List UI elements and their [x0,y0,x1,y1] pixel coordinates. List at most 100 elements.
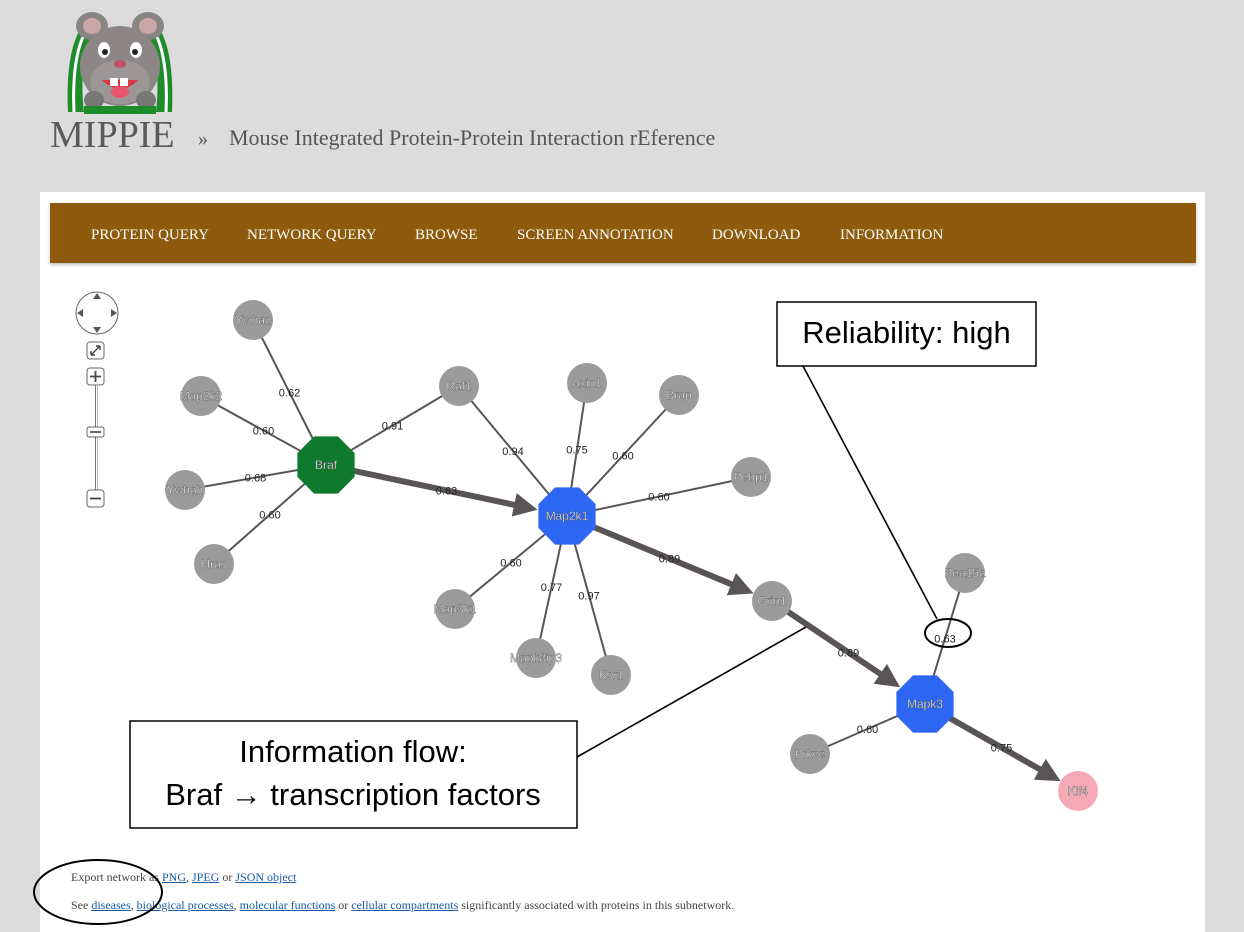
nav-information[interactable]: INFORMATION [840,227,944,243]
molecular-functions-link[interactable]: molecular functions [239,898,336,912]
nav-browse[interactable]: BROWSE [415,227,478,243]
node-pea15a[interactable]: Pea15a [944,553,986,593]
export-jpeg-link[interactable]: JPEG [192,870,220,884]
node-mapk3[interactable]: Mapk3 [896,675,954,733]
edge-score-label: 0.60 [612,451,633,463]
node-label: Map2k1 [546,509,589,523]
export-json-link[interactable]: JSON object [235,870,297,884]
node-ywhah[interactable]: Ywhah [165,470,205,510]
edge-score-label: 0.75 [566,445,587,457]
node-label: Brap [666,388,692,402]
edge-score-label: 0.62 [279,388,300,400]
nav-download[interactable]: DOWNLOAD [712,227,801,243]
site-subtitle: Mouse Integrated Protein-Protein Interac… [229,125,716,150]
edge-grin1-mapk3[interactable] [770,598,901,688]
node-axin1[interactable]: Axin1 [567,363,607,403]
node-label: Map2k2 [180,389,223,403]
edge-score-label: 0.63 [934,634,955,646]
edge-score-label: 0.60 [259,510,280,522]
node-label: Grin1 [757,594,787,608]
pan-down-icon[interactable] [93,327,101,333]
export-line: Export network as PNG, JPEG or JSON obje… [71,870,296,885]
export-png-link[interactable]: PNG [161,870,186,884]
node-label: Klf4 [1068,784,1089,798]
edge-score-label: 0.68 [245,473,266,485]
node-map2k2[interactable]: Map2k2 [179,376,223,416]
information-flow-annotation: Information flow: Braf → transcription f… [129,626,807,829]
node-label: Map3k1 [434,602,477,616]
node-label: Ywhah [167,483,204,497]
node-prkce[interactable]: Prkce [790,734,830,774]
cellular-compartments-link[interactable]: cellular compartments [351,898,459,912]
export-or: or [219,870,236,884]
node-map3k1[interactable]: Map3k1 [433,589,477,629]
node-ywhaz[interactable]: Ywhaz [233,300,273,340]
graph-zoom-controls [75,291,119,508]
edge-score-label: 0.89 [659,554,680,566]
node-label: Prkce [795,747,826,761]
edge-score-label: 0.60 [500,558,521,570]
edge-score-label: 0.89 [838,648,859,660]
edge-score-label: 0.63 [436,486,457,498]
edge-pebp1-map2k1[interactable] [566,476,752,517]
site-name[interactable]: MIPPIE [50,114,175,156]
export-comma: , [186,870,192,884]
node-mapk8ip3[interactable]: Mapk8ip3 [510,638,563,678]
export-prefix: Export network as [71,870,162,884]
edge-score-label: 0.60 [648,492,669,504]
edge-map2k1-grin1[interactable] [565,513,754,596]
see-or: or [335,898,352,912]
biological-processes-link[interactable]: biological processes [136,898,234,912]
node-label: Ksr1 [599,668,624,682]
edge-score-label: 0.75 [991,743,1012,755]
see-prefix: See [71,898,92,912]
node-label: Mapk8ip3 [510,651,562,665]
node-grin1[interactable]: Grin1 [752,581,792,621]
node-klf4[interactable]: Klf4 [1058,771,1098,811]
edge-braf-map2k1[interactable] [325,462,538,517]
node-braf[interactable]: Braf [297,436,355,494]
reliability-annotation: Reliability: high [776,301,1037,648]
edge-score-label: 0.60 [857,724,878,736]
node-label: Axin1 [572,376,602,390]
enrichment-line: See diseases, biological processes, mole… [71,898,734,913]
pan-up-icon[interactable] [93,293,101,299]
edge-score-label: 0.97 [578,591,599,603]
flow-label-line2: Braf → transcription factors [165,777,541,812]
edge-score-label: 0.77 [541,582,562,594]
nav-protein-query[interactable]: PROTEIN QUERY [91,227,209,243]
reliability-label: Reliability: high [802,315,1011,350]
highlight-ellipse-score [924,618,972,648]
nav-screen-annotation[interactable]: SCREEN ANNOTATION [517,227,674,243]
node-ksr1[interactable]: Ksr1 [591,655,631,695]
node-map2k1[interactable]: Map2k1 [538,487,596,545]
node-raf1[interactable]: Raf1 [439,366,479,406]
see-comma-2: , [233,898,240,912]
node-label: Ywhaz [235,313,271,327]
title-separator: » [198,128,208,150]
see-suffix: significantly associated with proteins i… [458,898,735,912]
edge-score-label: 0.91 [382,421,403,433]
node-label: Hras [201,557,226,571]
expand-icon [90,345,101,356]
edge-score-label: 0.94 [502,446,523,458]
edge-score-label: 0.60 [253,426,274,438]
node-hras[interactable]: Hras [194,544,234,584]
node-pebp1[interactable]: Pebp1 [731,457,771,497]
main-navbar: PROTEIN QUERY NETWORK QUERY BROWSE SCREE… [50,203,1196,263]
mippie-mouse-logo [67,12,173,114]
node-label: Raf1 [446,379,472,393]
pan-left-icon[interactable] [77,309,83,317]
node-label: Mapk3 [907,697,943,711]
pan-right-icon[interactable] [111,309,117,317]
node-label: Pebp1 [734,470,769,484]
plus-icon [90,371,101,382]
node-label: Pea15a [944,566,986,580]
diseases-link[interactable]: diseases [91,898,131,912]
nav-network-query[interactable]: NETWORK QUERY [247,227,377,243]
node-brap[interactable]: Brap [659,375,699,415]
flow-label-line1: Information flow: [239,734,466,769]
pan-control[interactable] [75,291,119,335]
node-label: Braf [315,458,338,472]
